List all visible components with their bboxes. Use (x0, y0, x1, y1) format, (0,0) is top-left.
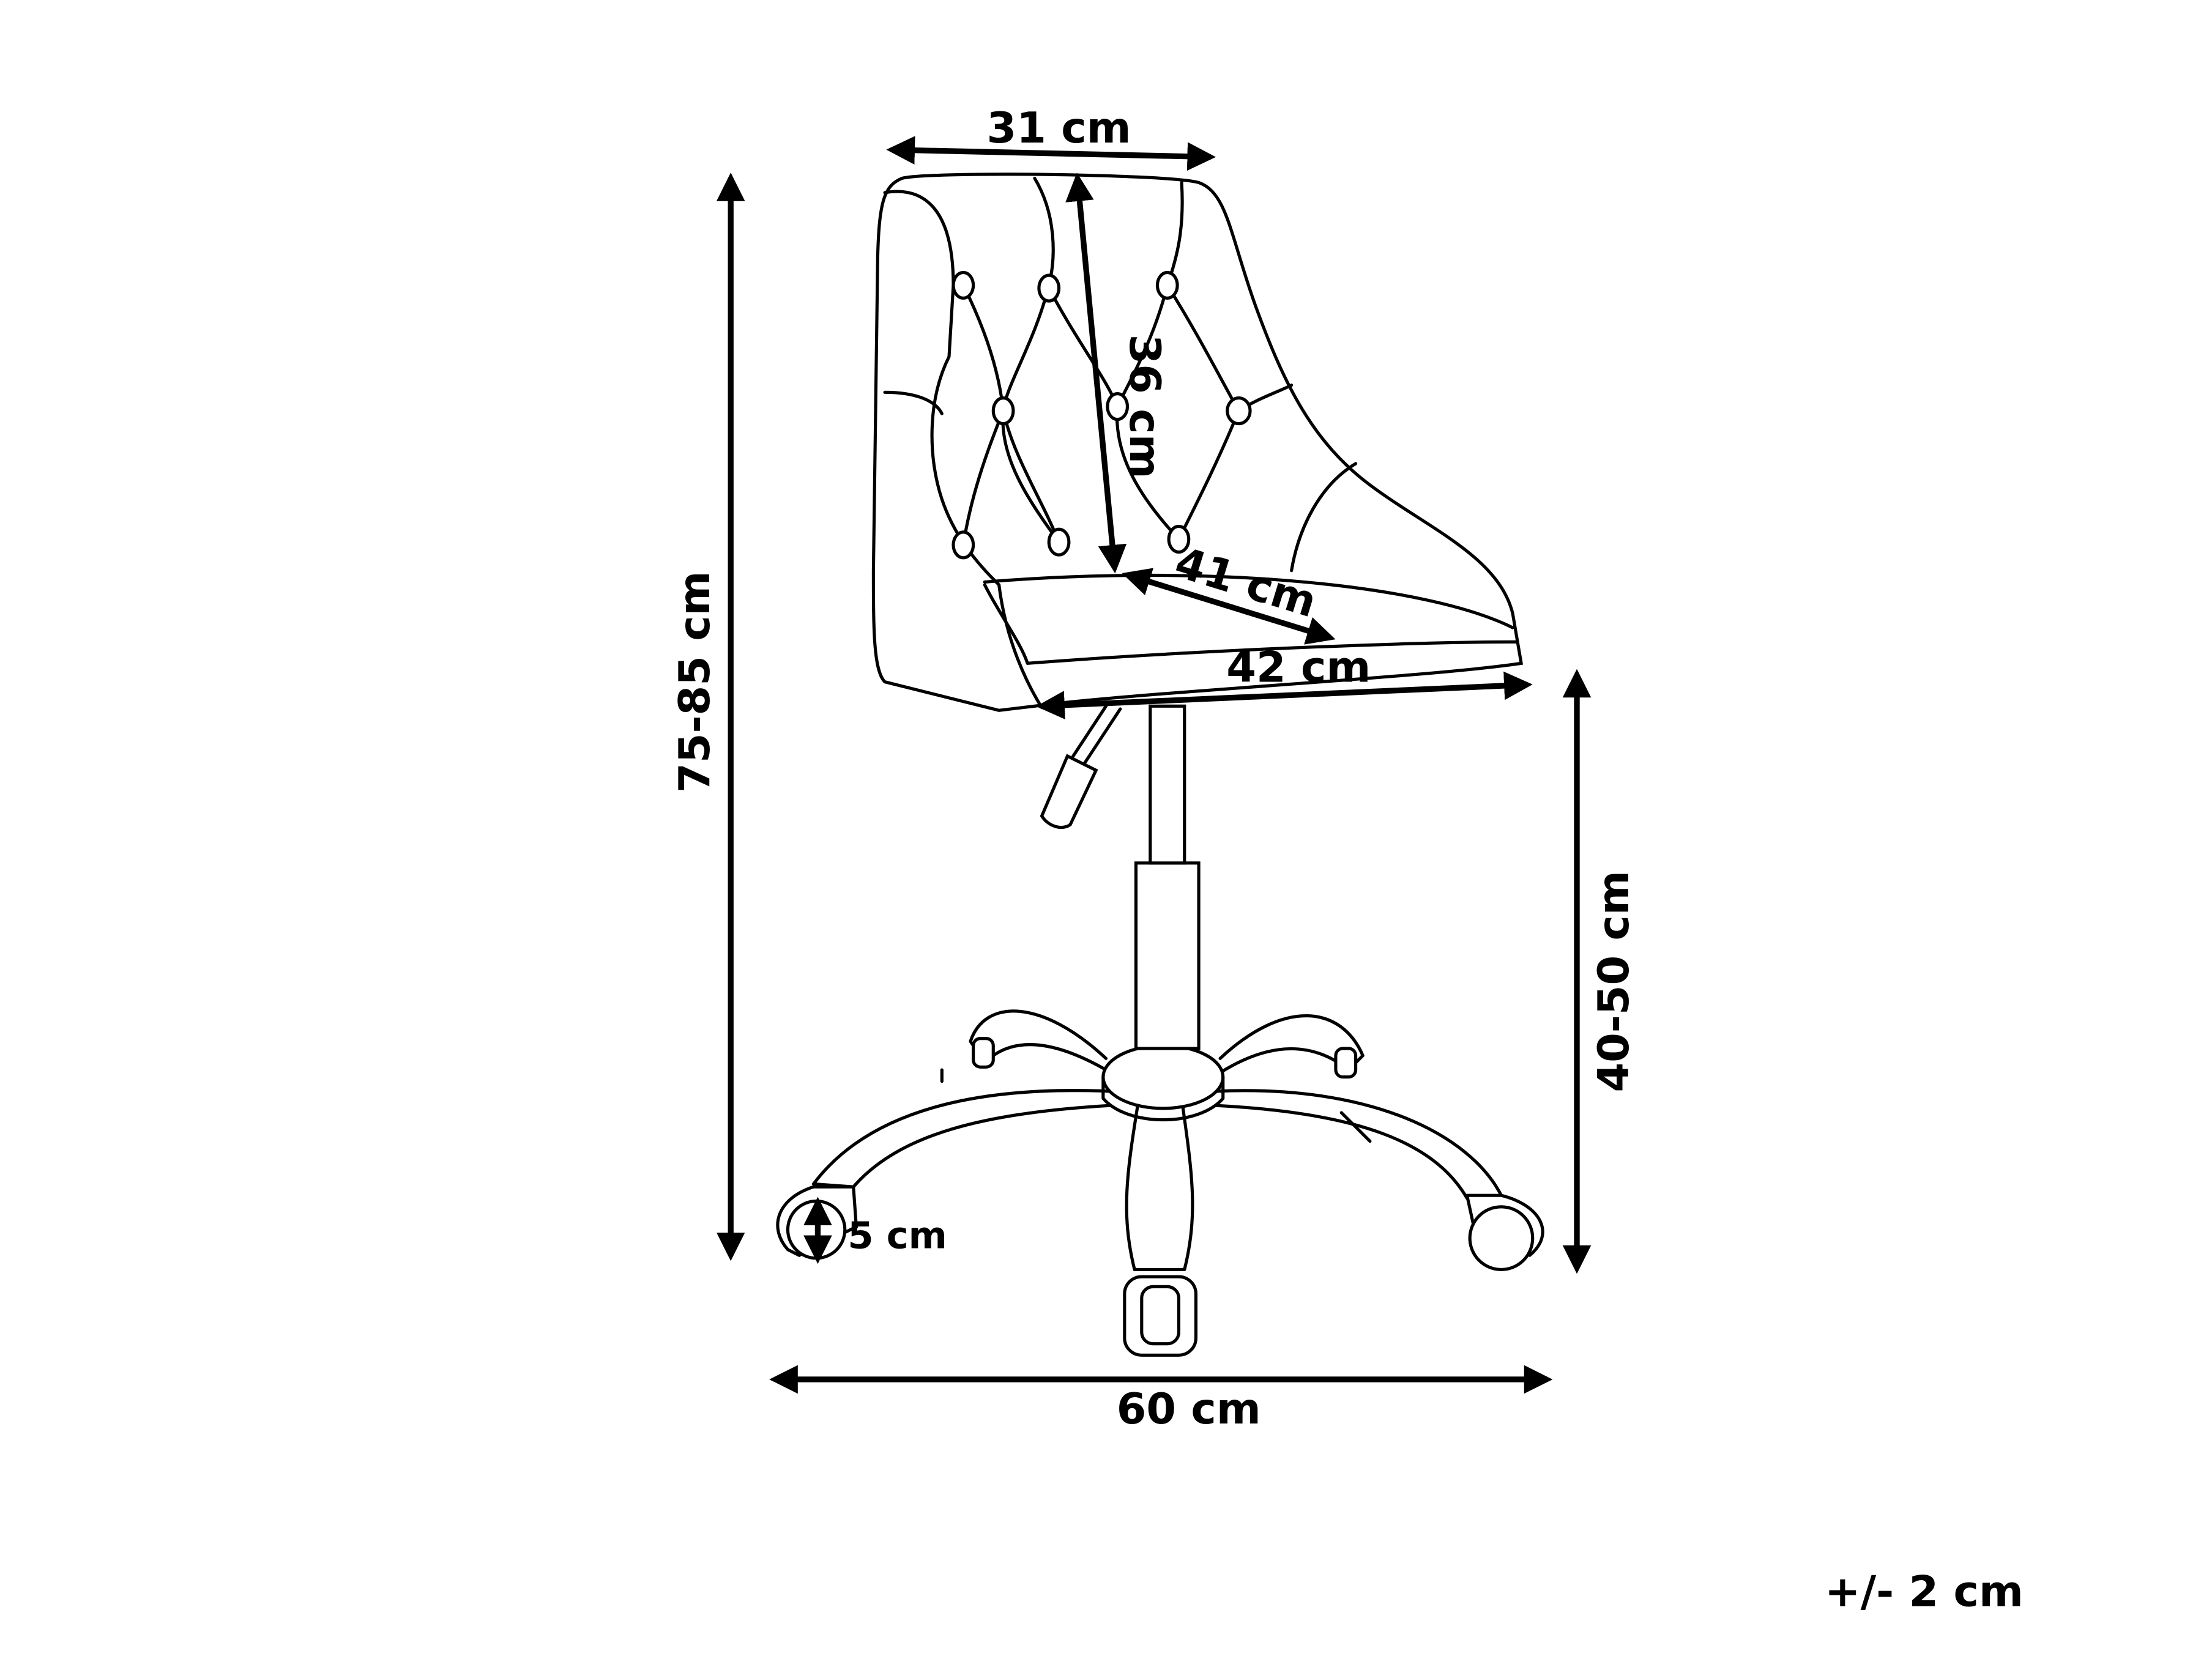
label-total-height: 75-85 cm (670, 571, 720, 792)
label-backrest-width: 31 cm (987, 103, 1131, 153)
column (1149, 704, 1186, 865)
chair-drawing (776, 173, 1544, 1357)
wheel-front-center (1123, 1275, 1197, 1357)
height-lever (1040, 704, 1122, 829)
wheel-front-right (1465, 1193, 1544, 1271)
label-base-width: 60 cm (1117, 1384, 1261, 1434)
gas-cylinder (1134, 861, 1201, 1050)
label-seat-height: 40-50 cm (1589, 870, 1639, 1092)
dimension-annotations: 31 cm 36 cm 41 cm 42 cm 75-85 cm 40-50 c… (670, 103, 1639, 1434)
label-wheel-height: 5 cm (847, 1214, 947, 1257)
label-backrest-height: 36 cm (1120, 335, 1169, 479)
arrow-seat-depth (1122, 568, 1336, 645)
chair-base (776, 1009, 1544, 1357)
arrow-backrest-width (886, 136, 1216, 171)
wheel-back-right (1334, 1047, 1358, 1079)
wheel-back-left (972, 1037, 995, 1069)
tolerance-note: +/- 2 cm (1825, 1567, 2024, 1617)
arrow-backrest-height (1065, 173, 1127, 574)
chair-seat-back (871, 173, 1524, 712)
arrow-seat-width (1036, 671, 1533, 719)
label-seat-width: 42 cm (1226, 643, 1371, 692)
